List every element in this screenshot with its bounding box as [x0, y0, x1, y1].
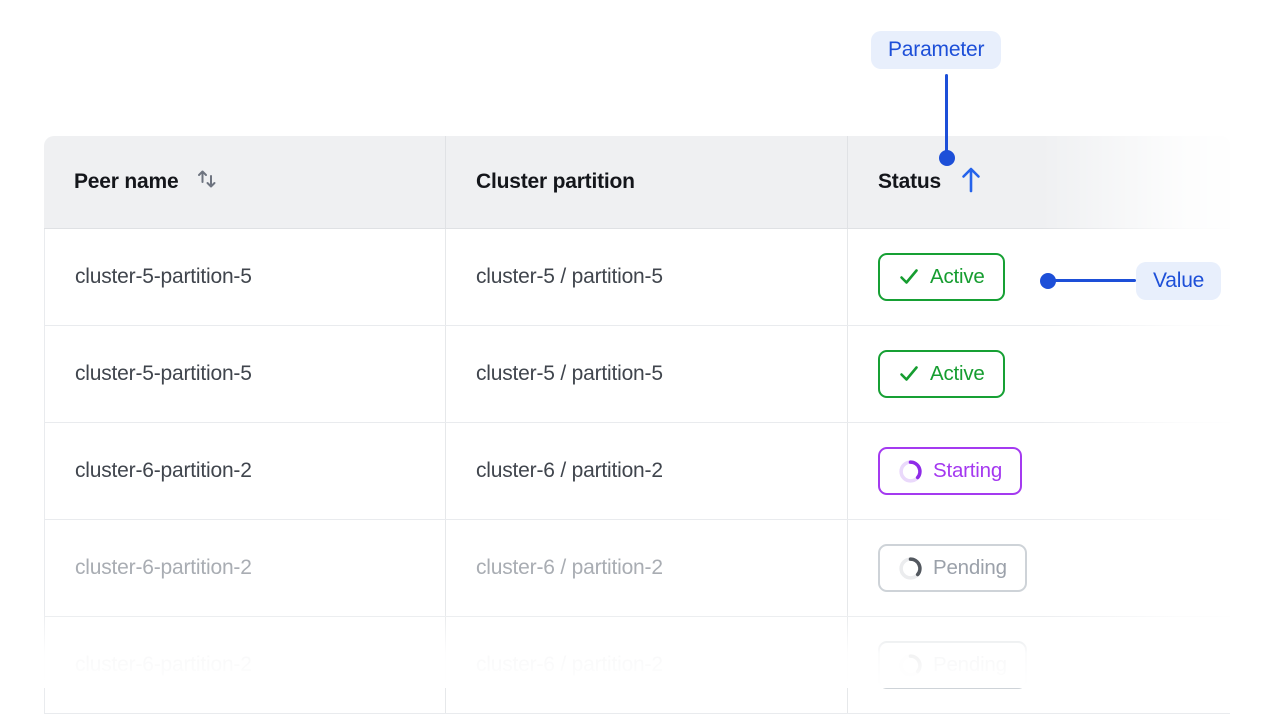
spinner-icon — [899, 556, 922, 580]
status-badge-active: Active — [878, 350, 1005, 398]
peer-name-cell: cluster-6-partition-2 — [75, 653, 252, 676]
status-label: Active — [930, 362, 985, 385]
table-row[interactable]: cluster-6-partition-2 cluster-6 / partit… — [45, 617, 1230, 714]
status-cell: Active — [847, 326, 1230, 422]
column-header-status[interactable]: Status — [847, 136, 1230, 228]
parameter-connector-line — [945, 74, 948, 152]
peer-name-cell: cluster-5-partition-5 — [75, 362, 252, 385]
status-label: Pending — [933, 653, 1007, 676]
column-label: Cluster partition — [476, 170, 635, 193]
table-row[interactable]: cluster-5-partition-5 cluster-5 / partit… — [45, 326, 1230, 423]
table-row[interactable]: cluster-6-partition-2 cluster-6 / partit… — [45, 423, 1230, 520]
cluster-partition-cell: cluster-6 / partition-2 — [445, 617, 847, 713]
cluster-partition-cell: cluster-6 / partition-2 — [445, 423, 847, 519]
status-badge-active: Active — [878, 253, 1005, 301]
spinner-icon — [899, 459, 922, 483]
column-label: Status — [878, 170, 941, 193]
peer-name-cell: cluster-5-partition-5 — [75, 265, 252, 288]
parameter-callout: Parameter — [871, 31, 1002, 69]
column-label: Peer name — [74, 170, 179, 193]
cluster-partition-cell: cluster-5 / partition-5 — [445, 229, 847, 325]
table-header-row: Peer name Cluster partition Status — [44, 136, 1230, 229]
column-header-peer-name[interactable]: Peer name — [44, 136, 445, 228]
status-cell: Active — [847, 229, 1230, 325]
cluster-partition-cell: cluster-6 / partition-2 — [445, 520, 847, 616]
table-row[interactable]: cluster-5-partition-5 cluster-5 / partit… — [45, 229, 1230, 326]
cluster-partition-cell: cluster-5 / partition-5 — [445, 326, 847, 422]
check-icon — [900, 269, 918, 284]
sort-ascending-icon[interactable] — [958, 164, 984, 200]
table-body: cluster-5-partition-5 cluster-5 / partit… — [44, 229, 1230, 714]
value-callout: Value — [1136, 262, 1222, 300]
status-label: Starting — [933, 459, 1003, 482]
column-header-cluster-partition[interactable]: Cluster partition — [445, 136, 847, 228]
value-connector-line — [1052, 279, 1136, 282]
spinner-icon — [899, 653, 922, 677]
status-cell: Pending — [847, 617, 1230, 713]
table-row[interactable]: cluster-6-partition-2 cluster-6 / partit… — [45, 520, 1230, 617]
status-badge-pending: Pending — [878, 641, 1027, 689]
peers-table: Peer name Cluster partition Status clust… — [44, 136, 1230, 714]
status-cell: Pending — [847, 520, 1230, 616]
peer-name-cell: cluster-6-partition-2 — [75, 556, 252, 579]
status-cell: Starting — [847, 423, 1230, 519]
status-label: Pending — [933, 556, 1007, 579]
status-badge-pending: Pending — [878, 544, 1027, 592]
parameter-connector-dot — [939, 150, 955, 166]
sort-both-icon[interactable] — [195, 167, 219, 197]
peer-name-cell: cluster-6-partition-2 — [75, 459, 252, 482]
check-icon — [900, 366, 918, 381]
status-label: Active — [930, 265, 985, 288]
status-badge-starting: Starting — [878, 447, 1023, 495]
